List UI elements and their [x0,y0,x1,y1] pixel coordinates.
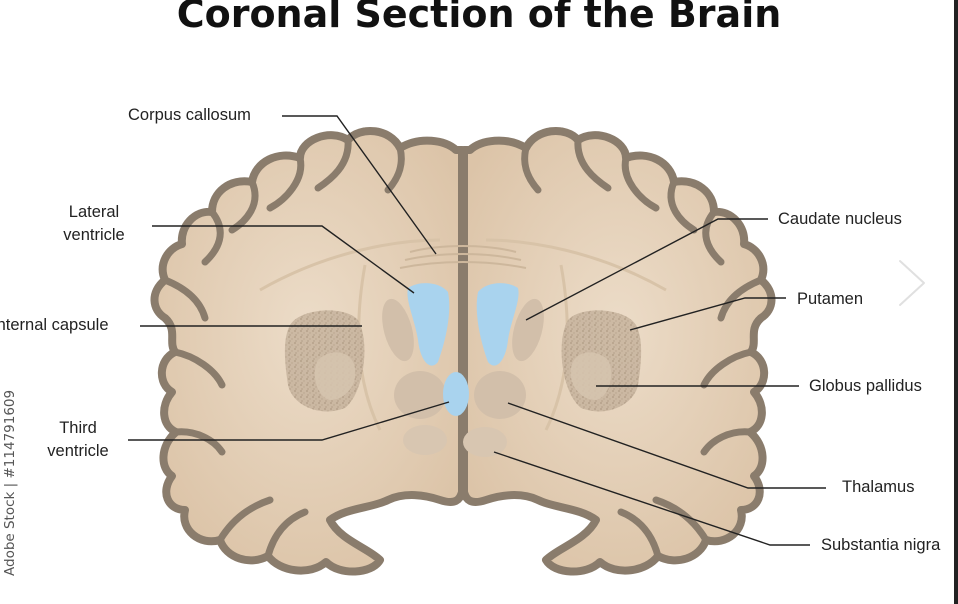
label-substantia-nigra: Substantia nigra [821,534,940,557]
third-ventricle [443,372,469,416]
label-internal-capsule: Internal capsule [0,314,109,337]
page-title: Coronal Section of the Brain [0,0,958,36]
label-lateral-ventricle: Lateral ventricle [50,201,138,247]
label-lateral-ventricle-line1: Lateral [50,201,138,224]
label-third-ventricle: Third ventricle [34,417,122,463]
label-lateral-ventricle-line2: ventricle [50,224,138,247]
thalamus-right [474,371,526,419]
label-third-ventricle-line1: Third [34,417,122,440]
label-corpus-callosum: Corpus callosum [128,104,251,127]
label-third-ventricle-line2: ventricle [34,440,122,463]
substantia-nigra-left [403,425,447,455]
stock-credit: Adobe Stock | #114791609 [2,396,18,576]
label-globus-pallidus: Globus pallidus [809,375,922,398]
chevron-right-icon[interactable] [890,255,934,311]
thalamus-left [394,371,446,419]
window-edge [954,0,958,604]
substantia-nigra-right [463,427,507,457]
label-thalamus: Thalamus [842,476,914,499]
label-putamen: Putamen [797,288,863,311]
label-caudate-nucleus: Caudate nucleus [778,208,902,231]
